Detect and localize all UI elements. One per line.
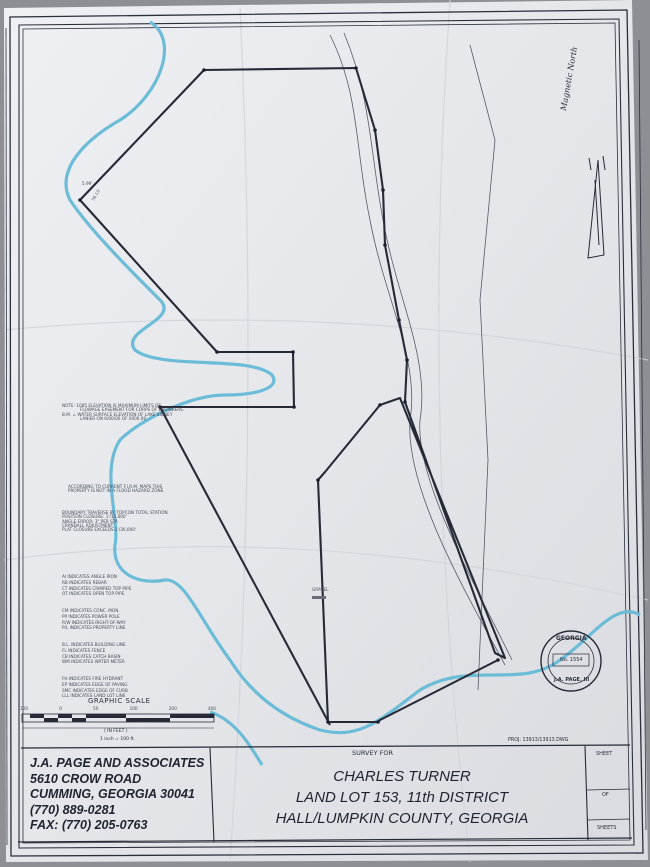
lake-shoreline — [64, 20, 641, 735]
title-block-frame — [17, 744, 633, 843]
graphic-scale-bar — [21, 713, 215, 729]
seal-name: J.A. PAGE, III — [554, 677, 590, 683]
company-name: J.A. PAGE AND ASSOCIATES — [30, 756, 205, 770]
north-arrow — [587, 155, 606, 259]
company-address-2: CUMMING, GEORGIA 30041 — [30, 787, 195, 801]
seal-number: No. 1554 — [560, 657, 583, 663]
paper-sheet — [4, 0, 648, 862]
road-sign-mark — [312, 596, 326, 599]
sheet-label: SHEET — [596, 751, 613, 757]
lake-shoreline-2 — [209, 710, 264, 766]
company-block: J.A. PAGE AND ASSOCIATES 5610 CROW ROAD … — [30, 756, 204, 834]
scale-units: ( IN FEET ) — [104, 729, 128, 734]
boundary-corner-markers — [78, 66, 500, 724]
sheets-label: SHEETS — [597, 825, 617, 831]
county: HALL/LUMPKIN COUNTY, GEORGIA — [275, 810, 529, 827]
road-label: GRAVEL — [312, 587, 329, 592]
survey-for-label: SURVEY FOR — [352, 749, 394, 757]
surveyor-seal — [540, 630, 602, 692]
company-fax: FAX: (770) 205-0763 — [30, 818, 148, 832]
land-lot: LAND LOT 153, 11th DISTRICT — [295, 789, 509, 806]
project-number: PROJ: 13913/13913.DWG — [508, 738, 569, 743]
of-label: OF — [602, 792, 609, 798]
survey-title: CHARLES TURNER LAND LOT 153, 11th DISTRI… — [232, 766, 572, 829]
graphic-scale-title: GRAPHIC SCALE — [88, 697, 151, 705]
corner-label-1: 5.99' — [82, 181, 93, 186]
note-traverse: BOUNDARY TRAVERSE BY TOPCON TOTAL STATIO… — [62, 509, 168, 533]
company-address-1: 5610 CROW ROAD — [30, 771, 142, 786]
note-elevation: NOTE: 1085 ELEVATION IS MAXIMUM LIMITS O… — [62, 402, 185, 422]
client-name: CHARLES TURNER — [333, 768, 471, 785]
seal-state: GEORGIA — [556, 635, 587, 642]
scale-ratio: 1 inch = 100 ft. — [100, 737, 136, 742]
border-frame — [5, 9, 647, 857]
fold-creases — [3, 0, 649, 863]
company-phone: (770) 889-0281 — [30, 802, 116, 817]
